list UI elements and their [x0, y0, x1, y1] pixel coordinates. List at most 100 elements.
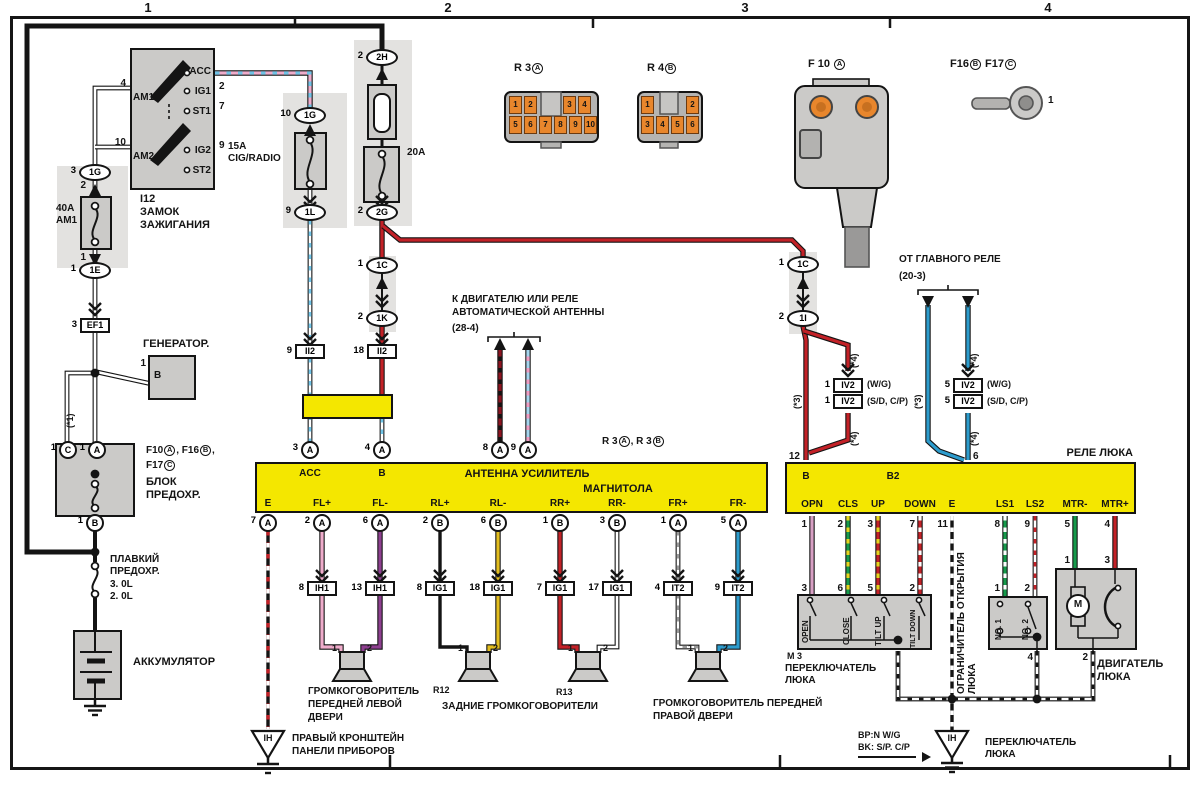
label-part: , R 3: [630, 436, 652, 447]
connector-pin: 1: [509, 96, 522, 114]
diagram-frame: [10, 16, 1190, 770]
label: CLOSE: [842, 617, 851, 645]
label: 1: [1064, 555, 1070, 566]
label: ОТ ГЛАВНОГО РЕЛЕ: [899, 254, 1001, 265]
terminal-circle-code: B: [608, 514, 626, 532]
terminal-circle-code: A: [729, 514, 747, 532]
terminal-circle-code: A: [371, 514, 389, 532]
terminal-circle-pin-number: 1: [660, 515, 666, 526]
junction-tag-code: IV2: [833, 377, 863, 393]
terminal-circle-code: B: [86, 514, 104, 532]
junction-tag-code: II2: [295, 343, 325, 359]
terminal-circle-pin-number: 1: [77, 515, 83, 526]
label: (W/G): [867, 379, 891, 389]
connector-oval-pin-number: 2: [778, 310, 784, 322]
label-part: R 3: [602, 436, 618, 447]
label: IG1: [194, 86, 211, 97]
label: 8: [994, 519, 1000, 530]
terminal-circle-pin-number: 5: [720, 515, 726, 526]
circled-letter: B: [665, 63, 677, 74]
label: FL-: [372, 498, 388, 509]
terminal-circle-code: A: [491, 441, 509, 459]
circled-letter: C: [164, 460, 176, 471]
label: ПЕРЕКЛЮЧАТЕЛЬ: [785, 663, 877, 674]
label: NO. 1: [994, 619, 1003, 640]
label: 4: [1104, 519, 1110, 530]
label: 1: [457, 643, 463, 653]
junction-tag-pin-number: 1: [824, 394, 830, 406]
label: ГРОМКОГОВОРИТЕЛЬ: [308, 686, 420, 697]
connector-pin: 2: [524, 96, 537, 114]
terminal-circle-pin-number: 7: [250, 515, 256, 526]
label: 15A: [228, 141, 247, 152]
label: ЗАМОК: [140, 206, 180, 218]
junction-tag-code: IV2: [953, 393, 983, 409]
label: ПРЕДОХР.: [146, 489, 201, 501]
label-part: F16: [950, 58, 969, 70]
radio-band: [255, 462, 768, 513]
ih-ground-label: IH: [263, 733, 273, 743]
connector-pin: 6: [524, 116, 537, 134]
label-part: F17: [146, 460, 164, 471]
component-box: [148, 355, 196, 400]
junction-tag-pin-number: 8: [416, 581, 422, 593]
label: 3. 0L: [110, 579, 133, 590]
label: 1: [994, 583, 1000, 594]
junction-tag-pin-number: 8: [298, 581, 304, 593]
label: (*1): [65, 413, 75, 428]
label: RL-: [489, 498, 507, 509]
terminal-circle-code: B: [431, 514, 449, 532]
label: 7: [909, 519, 915, 530]
label: OPN: [801, 499, 823, 510]
junction-tag-code: II2: [367, 343, 397, 359]
label: 6: [973, 451, 979, 462]
label: RR+: [549, 498, 571, 509]
connector-oval-code: 1E: [79, 261, 111, 279]
connector-oval-pin-number: 1: [70, 262, 76, 274]
label: 3: [867, 519, 873, 530]
label: 4: [120, 78, 126, 89]
junction-tag-code: IG1: [425, 580, 455, 596]
label: 1: [687, 643, 693, 653]
connector-pin: 3: [563, 96, 576, 114]
label: 5: [867, 583, 873, 594]
label: 1: [801, 519, 807, 530]
label: 1: [140, 358, 146, 369]
label: 2: [219, 81, 225, 92]
label: E: [948, 499, 956, 510]
label: LS2: [1025, 499, 1045, 510]
label: LS1: [995, 499, 1015, 510]
circled-letter: A: [834, 59, 846, 70]
label: ПРЕДОХР.: [110, 566, 160, 577]
terminal-circle-pin-number: 1: [79, 442, 85, 453]
label: 2. 0L: [110, 591, 133, 602]
junction-tag-pin-number: 5: [944, 378, 950, 390]
label: 12: [788, 451, 800, 462]
label: E: [264, 498, 272, 509]
label: DOWN: [904, 499, 936, 510]
ih-ground-label: IH: [947, 733, 957, 743]
